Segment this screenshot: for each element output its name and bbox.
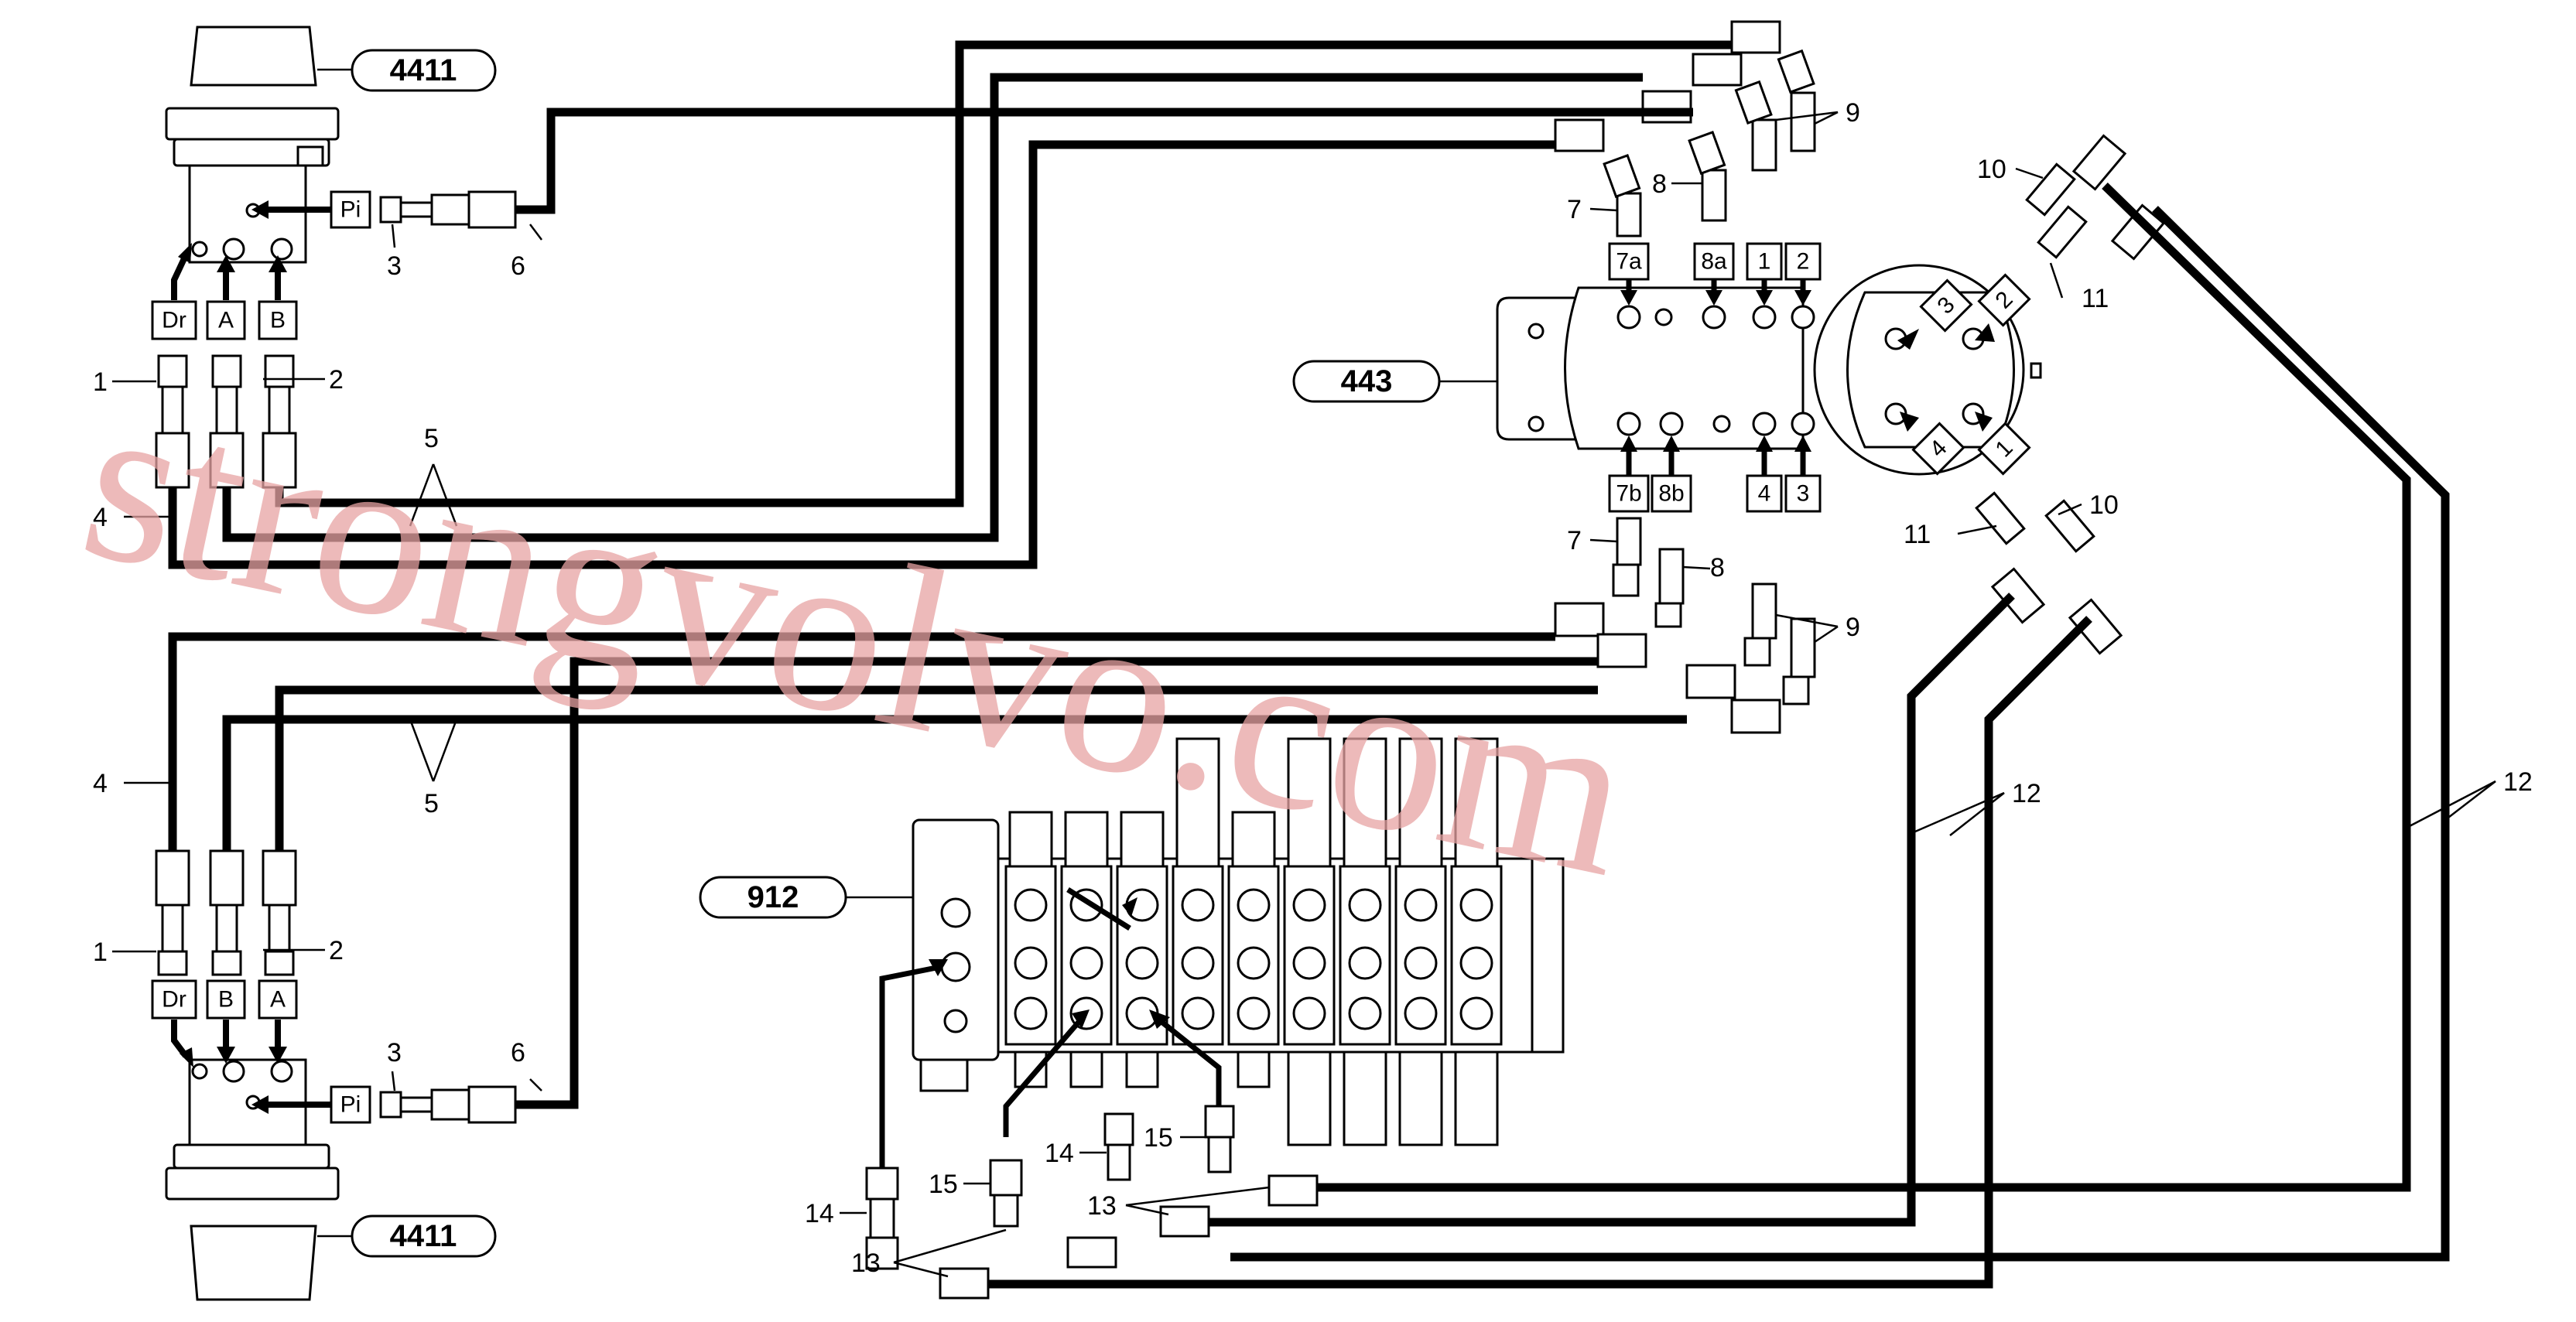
ref-swivel: 443 [1292, 360, 1497, 403]
svg-text:1: 1 [1758, 249, 1771, 275]
svg-text:11: 11 [2082, 284, 2109, 313]
swivel-side-ports: 3 2 4 1 [1897, 273, 2031, 476]
svg-text:4411: 4411 [390, 53, 457, 87]
svg-text:15: 15 [929, 1170, 958, 1199]
svg-text:Pi: Pi [340, 197, 361, 223]
svg-text:2: 2 [329, 936, 344, 965]
svg-text:2: 2 [1797, 249, 1810, 275]
swivel-bottom-fittings [1554, 517, 1816, 734]
svg-text:9: 9 [1846, 613, 1860, 642]
svg-text:2: 2 [329, 365, 344, 395]
svg-text:7: 7 [1567, 195, 1582, 224]
swivel-bottom-arrows [1620, 436, 1811, 476]
svg-text:Dr: Dr [162, 987, 186, 1013]
svg-text:9: 9 [1846, 98, 1860, 128]
top-motor-ports: Dr A B Pi [151, 190, 371, 340]
valve-fittings [865, 1105, 1319, 1300]
svg-text:4: 4 [93, 503, 108, 532]
svg-text:5: 5 [424, 424, 439, 453]
svg-text:4: 4 [1758, 481, 1771, 507]
svg-text:B: B [270, 308, 286, 333]
svg-text:13: 13 [851, 1249, 881, 1278]
svg-text:3: 3 [387, 251, 402, 281]
callouts-valve: 12 12 13 13 14 14 15 15 [805, 767, 2533, 1278]
swivel-top-ports: 7a 8a 1 2 [1608, 242, 1822, 281]
svg-text:12: 12 [2503, 767, 2533, 797]
svg-text:7a: 7a [1616, 249, 1642, 275]
ref-motor-top: 4411 [317, 49, 497, 92]
swivel-bottom-ports: 7b 8b 4 3 [1608, 474, 1822, 513]
callouts-top-motor: 1 2 3 4 5 6 [93, 224, 542, 532]
svg-text:11: 11 [1904, 520, 1931, 549]
svg-text:8: 8 [1710, 553, 1725, 582]
svg-text:10: 10 [1977, 155, 2006, 184]
svg-text:14: 14 [1045, 1139, 1074, 1168]
control-valve [912, 737, 1565, 1146]
hoses [168, 40, 2450, 1289]
svg-text:6: 6 [511, 1038, 525, 1068]
bottom-motor-fittings [155, 849, 517, 1124]
svg-text:7: 7 [1567, 526, 1582, 555]
travel-motor-bottom [165, 1058, 340, 1301]
ref-valve: 912 [699, 876, 913, 919]
svg-text:1: 1 [93, 938, 108, 967]
svg-text:14: 14 [805, 1199, 834, 1228]
svg-text:A: A [270, 987, 286, 1013]
top-motor-flow-arrows [171, 200, 331, 300]
svg-text:4: 4 [93, 769, 108, 798]
svg-text:912: 912 [747, 880, 799, 914]
svg-text:6: 6 [511, 251, 525, 281]
swivel-top-arrows [1620, 279, 1811, 306]
svg-text:5: 5 [424, 789, 439, 818]
callouts-bottom-motor: 1 2 3 4 5 6 [93, 719, 542, 1091]
svg-text:B: B [218, 987, 234, 1013]
svg-text:8: 8 [1652, 169, 1667, 199]
svg-text:Pi: Pi [340, 1092, 361, 1118]
valve-bottom-caps [1014, 1050, 1499, 1146]
svg-text:15: 15 [1144, 1123, 1173, 1153]
swivel-side-fittings [1975, 134, 2166, 655]
swivel-top-fittings [1554, 20, 1816, 237]
ref-motor-bottom: 4411 [317, 1214, 497, 1258]
svg-text:4411: 4411 [390, 1219, 457, 1253]
valve-ports [1014, 888, 1493, 1030]
svg-text:8b: 8b [1658, 481, 1684, 507]
svg-text:13: 13 [1087, 1191, 1117, 1221]
travel-motor-top [165, 26, 340, 264]
svg-text:3: 3 [1797, 481, 1810, 507]
bottom-motor-flow-arrows [171, 1020, 331, 1114]
top-motor-fittings [155, 190, 517, 489]
svg-text:3: 3 [387, 1038, 402, 1068]
callouts-swivel: 7 8 9 7 8 9 10 11 10 11 [1567, 98, 2119, 644]
valve-flow-arrows [879, 887, 1222, 1191]
watermark: strongvolvo.com [65, 348, 1651, 925]
svg-text:8a: 8a [1701, 249, 1727, 275]
bottom-motor-ports: Dr B A Pi [151, 979, 371, 1124]
svg-text:1: 1 [93, 367, 108, 397]
svg-text:10: 10 [2089, 490, 2119, 520]
svg-text:Dr: Dr [162, 308, 186, 333]
svg-text:12: 12 [2012, 779, 2041, 808]
svg-text:7b: 7b [1616, 481, 1641, 507]
svg-text:443: 443 [1341, 364, 1393, 398]
svg-text:A: A [218, 308, 234, 333]
valve-top-caps [1008, 737, 1499, 868]
swivel-joint [1496, 264, 2042, 476]
